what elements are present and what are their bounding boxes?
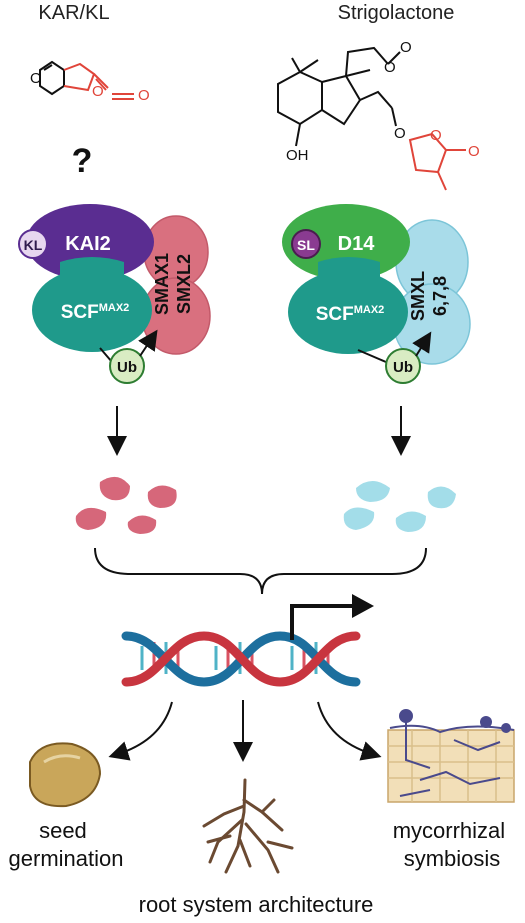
scf-label-right: SCFMAX2 xyxy=(316,304,385,325)
dna-double-helix xyxy=(121,631,361,687)
kl-label: KL xyxy=(24,237,43,253)
kai2-receptor xyxy=(26,204,154,280)
smxl-numbers-label: 6,7,8 xyxy=(430,276,450,316)
kar-kl-title: KAR/KL xyxy=(38,2,109,24)
karrikin-ring-oxygen: O xyxy=(30,70,42,87)
sl-ligand xyxy=(291,229,321,259)
unknown-ligand-question-mark: ? xyxy=(72,142,93,180)
right-receptor-complex: SL D14 SCFMAX2 SMXL 6,7,8 Ub xyxy=(282,204,471,384)
strigolactone-d-ring-carbonyl-oxygen: O xyxy=(468,143,480,160)
root-icon xyxy=(202,778,294,874)
d14-label: D14 xyxy=(338,233,376,255)
ubiquitin-left xyxy=(109,348,145,384)
myco-output-arrow xyxy=(317,701,382,761)
strigolactone-hydroxyl: OH xyxy=(286,147,309,164)
d14-receptor xyxy=(282,204,410,280)
kai2-label: KAI2 xyxy=(65,233,111,255)
strigolactone-d-ring xyxy=(408,132,466,191)
smxl2-label: SMXL2 xyxy=(174,254,194,314)
strigolactone-ether-oxygen: O xyxy=(394,125,406,142)
seed-germination-label: seed germination xyxy=(9,818,124,871)
smax1-label: SMAX1 xyxy=(152,253,172,315)
seed-output-arrow xyxy=(108,701,173,761)
scf-label-left: SCFMAX2 xyxy=(61,302,130,323)
root-system-architecture-label: root system architecture xyxy=(139,892,374,917)
ubiquitin-right xyxy=(385,348,421,384)
sl-label: SL xyxy=(297,237,315,253)
left-receptor-complex: KL KAI2 SCFMAX2 SMAX1 SMXL2 Ub xyxy=(18,204,211,384)
strigolactone-molecule xyxy=(277,46,401,147)
karrikin-carbonyl-oxygen: O xyxy=(138,87,150,104)
right-degraded-fragments xyxy=(343,481,456,532)
left-ub-arrow xyxy=(138,329,158,357)
left-degraded-fragments xyxy=(75,476,177,534)
strigolactone-d-ring-oxygen: O xyxy=(430,127,442,144)
karrikin-furanone-oxygen: O xyxy=(92,83,104,100)
mycorrhizal-icon xyxy=(387,709,515,803)
right-ub-link xyxy=(357,349,387,363)
strigolactone-lactone-oxygen: O xyxy=(384,59,396,76)
ub-label-left: Ub xyxy=(117,359,137,376)
smxl-label: SMXL xyxy=(408,271,428,321)
right-ub-arrow xyxy=(412,331,432,357)
mycorrhizal-symbiosis-label: mycorrhizal symbiosis xyxy=(393,818,512,871)
strigolactone-carbonyl-oxygen: O xyxy=(400,39,412,56)
transcription-arrow xyxy=(290,604,352,640)
strigolactone-title: Strigolactone xyxy=(338,2,455,24)
transcription-arrowhead xyxy=(352,594,374,618)
seed-icon xyxy=(29,742,102,808)
left-ub-link xyxy=(99,347,113,363)
joining-brace xyxy=(94,547,427,595)
karrikin-molecule xyxy=(39,60,109,96)
ub-label-right: Ub xyxy=(393,359,413,376)
kl-ligand xyxy=(18,229,48,259)
